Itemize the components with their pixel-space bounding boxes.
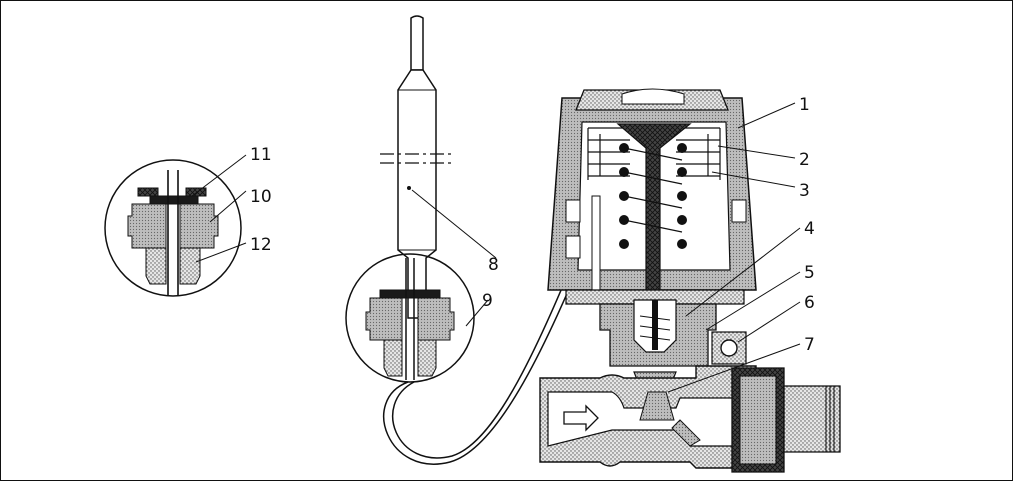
leader-lines <box>191 102 801 393</box>
callout-8: 8 <box>488 255 499 275</box>
callout-labels: 1 2 3 4 5 6 7 8 9 10 11 12 <box>250 95 815 355</box>
callout-3: 3 <box>799 181 810 201</box>
callout-9: 9 <box>482 291 493 311</box>
callout-7: 7 <box>804 335 815 355</box>
callout-11: 11 <box>250 145 272 165</box>
callout-2: 2 <box>799 150 810 170</box>
capillary-loop <box>383 235 591 465</box>
callout-1: 1 <box>799 95 810 115</box>
callout-10: 10 <box>250 187 272 207</box>
valve-body <box>539 299 841 473</box>
detail-circle-left <box>104 159 242 297</box>
thermostat-head <box>547 88 757 305</box>
callout-12: 12 <box>250 235 272 255</box>
detail-circle-middle <box>345 253 475 383</box>
sensor-bulb <box>380 15 455 319</box>
callout-5: 5 <box>804 263 815 283</box>
callout-4: 4 <box>804 219 815 239</box>
callout-6: 6 <box>804 293 815 313</box>
